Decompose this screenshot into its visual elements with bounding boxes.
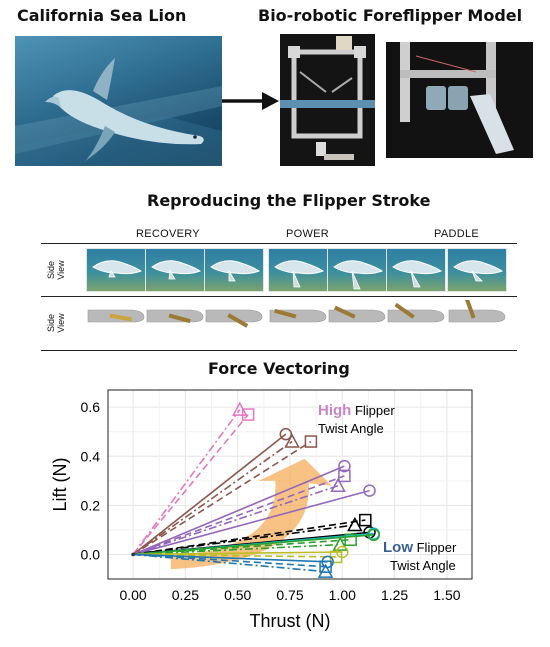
force-vector-marker [332,536,348,551]
force-vector-marker [319,560,332,573]
phase-label-power: POWER [286,228,330,240]
x-tick-label: 0.50 [224,587,251,603]
phase-label-recovery: RECOVERY [136,228,200,240]
high-word: High [318,402,351,419]
origin-point [131,552,135,557]
plot-frame [107,389,473,580]
high-twist-label: High Flipper [318,402,395,419]
force-vector-line [132,440,312,556]
row-label-top: Side View [46,250,68,290]
force-vector-line [133,553,326,568]
x-tick-label: 0.75 [276,587,303,603]
force-vector-line [133,543,341,556]
sea-lion-title: California Sea Lion [17,6,187,25]
y-tick-label: 0.2 [81,497,101,513]
force-vector-marker [284,433,300,448]
force-vector-marker [347,516,363,532]
x-tick-label: 1.00 [329,587,356,603]
force-vector-marker [344,533,357,546]
row-label-bottom: Side View [46,303,68,343]
robot-frame [145,300,205,346]
robot-closeup-photo [386,42,533,158]
force-vectors [131,401,380,578]
force-vector-line [132,414,249,555]
row-label-top-line1: Side [46,261,56,280]
stroke-middle-rule [41,296,517,297]
x-axis-label: Thrust (N) [250,611,331,631]
low-word: Low [383,539,413,556]
robot-frame [268,300,328,346]
stroke-top-rule [41,243,517,244]
row-label-top-line2: View [56,260,66,280]
low-twist-label: Low Flipper [383,539,457,556]
force-vector-line [132,440,293,556]
force-vector-line [132,489,370,556]
arrow-right-icon [222,92,279,110]
force-vector-marker [304,435,318,448]
x-tick-label: 0.00 [119,587,146,603]
robot-frame [86,300,146,346]
twist-direction-arrow [170,458,332,570]
force-vector-marker [367,528,380,542]
force-vector-line [133,553,328,563]
twist-arrow [170,458,332,570]
force-vector-line [132,465,345,556]
force-vector-line [133,553,337,558]
animal-frame [386,248,446,292]
force-vector-line [132,433,287,556]
robot-frame-photo [280,34,375,166]
force-vector-line [133,534,374,556]
animal-frame [145,248,205,292]
animal-frame [447,248,507,292]
force-title: Force Vectoring [208,359,350,378]
high-rest: Flipper [351,403,395,418]
force-vector-line [132,524,355,556]
force-vector-marker [317,563,334,578]
robot-frame [386,300,446,346]
force-vector-marker [338,459,351,473]
row-label-bottom-line2: View [56,313,66,333]
force-vector-marker [359,513,372,527]
y-tick-label: 0.4 [81,448,101,464]
y-tick-label: 0.6 [81,399,101,415]
robot-frame [447,296,507,346]
stroke-bottom-rule [41,350,517,351]
sea-lion-photo [15,36,222,166]
y-tick-label: 0.0 [81,546,101,562]
low-rest: Flipper [413,540,457,555]
force-vector-marker [363,484,376,497]
force-vector-marker [338,469,351,483]
force-vector-line [132,484,339,556]
high-twist-line2: Twist Angle [318,421,384,436]
force-vector-marker [330,477,346,492]
animal-frame [86,248,146,292]
force-vector-chart: 0.00 0.25 0.50 0.75 1.00 1.25 1.50 0.0 0.2 0.4 0.6… [50,389,473,631]
x-tick-label: 0.25 [172,587,199,603]
tick-labels: 0.00 0.25 0.50 0.75 1.00 1.25 1.50 0.0 0.2 0.4 0.6 [81,399,461,603]
x-tick-label: 1.25 [381,587,408,603]
low-twist-line2: Twist Angle [390,558,456,573]
animal-frame [204,248,264,292]
force-vector-line [132,475,345,556]
phase-label-paddle: PADDLE [434,228,479,240]
model-title: Bio-robotic Foreflipper Model [258,6,523,25]
robot-frame [204,300,264,346]
x-tick-label: 1.50 [433,587,460,603]
y-axis-label: Lift (N) [50,458,70,512]
force-vector-line [133,553,326,573]
animal-frame [268,248,328,292]
stroke-title: Reproducing the Flipper Stroke [147,191,431,210]
force-vector-line [133,551,343,556]
force-vector-line [132,409,241,555]
force-vector-marker [279,427,293,441]
force-vector-marker [241,408,255,421]
animal-frame [327,248,387,292]
row-label-bottom-line1: Side [46,314,56,333]
robot-frame [327,300,387,346]
